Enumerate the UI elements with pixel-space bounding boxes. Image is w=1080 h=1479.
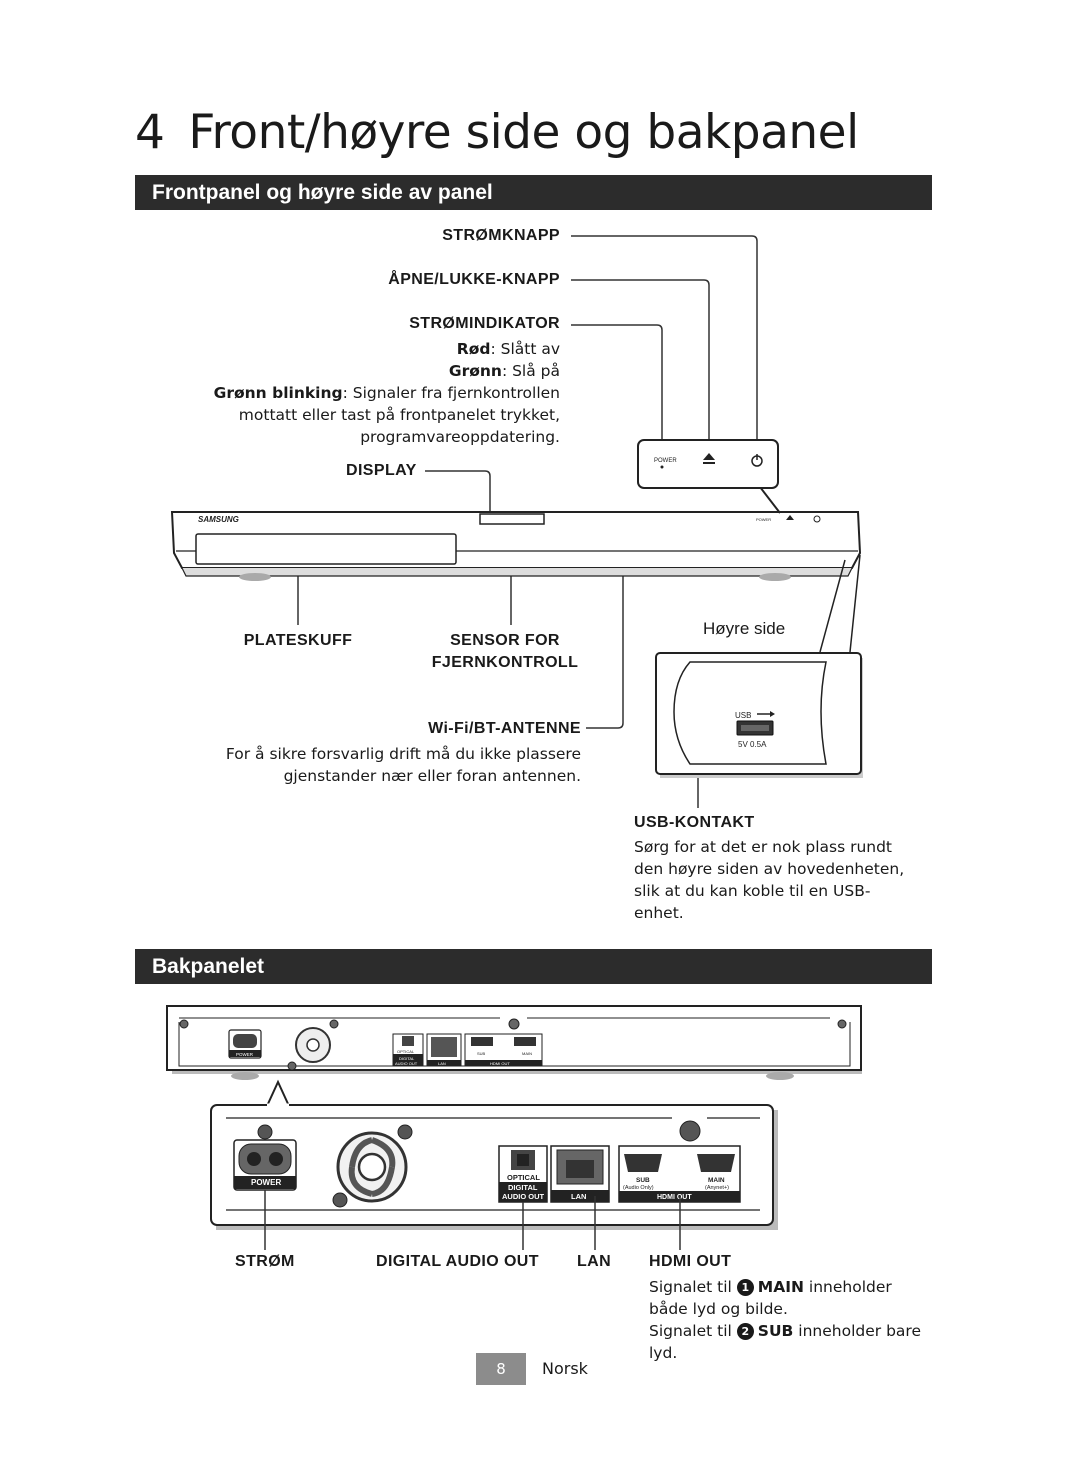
indicator-blink-line3: programvareoppdatering. [360, 428, 560, 446]
hdmi-text-3-sub: SUB [757, 1322, 794, 1340]
callout-power-text: POWER [654, 458, 677, 464]
usb-text-4: enhet. [634, 904, 684, 922]
indicator-green-label: Grønn [448, 362, 502, 380]
zoom-digital-text: DIGITAL [508, 1183, 538, 1192]
device-rear-small: POWER OPTICAL DIGITAL AUDIO OUT LAN SUB … [166, 1005, 862, 1080]
label-power-button: STRØMKNAPP [442, 227, 560, 244]
page-number: 8 [476, 1353, 526, 1385]
indicator-blink-line2: mottatt eller tast på frontpanelet trykk… [238, 406, 560, 424]
usb-text-2: den høyre siden av hovedenheten, [634, 860, 905, 878]
indicator-red-label: Rød [456, 340, 491, 358]
indicator-blink: Grønn blinking: Signaler fra fjernkontro… [214, 382, 560, 404]
antenna-text-2: gjenstander nær eller foran antennen. [283, 767, 581, 785]
label-digital-audio-out: DIGITAL AUDIO OUT [376, 1253, 539, 1270]
zoom-main-text: MAIN [708, 1177, 725, 1184]
section-header-rear: Bakpanelet [135, 949, 932, 984]
usb-text-3: slik at du kan koble til en USB- [634, 882, 871, 900]
device-rear-zoom: POWER OPTICAL DIGITAL AUDIO OUT LAN SUB … [210, 1103, 778, 1230]
small-digital-text: DIGITAL [399, 1056, 415, 1061]
hdmi-main-number-badge: 1 [736, 1279, 754, 1296]
label-right-side: Høyre side [703, 619, 786, 638]
usb-rating-text: 5V 0.5A [738, 740, 767, 749]
label-remote-sensor-2: FJERNKONTROLL [431, 654, 579, 671]
hdmi-text-3-pre: Signalet til [649, 1322, 732, 1340]
label-display: DISPLAY [346, 462, 417, 479]
indicator-red-text: : Slått av [490, 340, 560, 358]
antenna-text-1: For å sikre forsvarlig drift må du ikke … [225, 745, 581, 763]
label-eject-button: ÅPNE/LUKKE-KNAPP [388, 271, 560, 288]
small-optical-text: OPTICAL [397, 1049, 415, 1054]
device-power-text: POWER [756, 517, 771, 522]
zoom-power-text: POWER [251, 1178, 281, 1187]
small-lan-text: LAN [438, 1061, 446, 1066]
hdmi-text-2: både lyd og bilde. [649, 1300, 788, 1318]
label-power-indicator: STRØMINDIKATOR [409, 315, 560, 332]
indicator-green: Grønn: Slå på [449, 360, 560, 382]
small-audio-out-text: AUDIO OUT [395, 1061, 418, 1066]
zoom-main-note-text: (Anynet+) [705, 1185, 729, 1191]
hdmi-text-4: lyd. [649, 1344, 678, 1362]
indicator-blink-text: : Signaler fra fjernkontrollen [342, 384, 560, 402]
label-hdmi-out: HDMI OUT [649, 1253, 732, 1270]
small-power-text: POWER [236, 1052, 254, 1057]
usb-text-1: Sørg for at det er nok plass rundt [634, 838, 893, 856]
label-disc-tray: PLATESKUFF [243, 632, 353, 649]
device-brand-text: SAMSUNG [198, 515, 239, 524]
page-language: Norsk [542, 1359, 588, 1378]
hdmi-sub-number-badge: 2 [736, 1323, 754, 1340]
zoom-lan-text: LAN [571, 1192, 586, 1201]
hdmi-text-1-post: inneholder [808, 1278, 892, 1296]
chapter-number: 4 [135, 105, 165, 160]
hdmi-text-1-main: MAIN [757, 1278, 804, 1296]
zoom-sub-text: SUB [636, 1177, 650, 1184]
chapter-title: 4 Front/høyre side og bakpanel [135, 105, 859, 160]
hdmi-text-3-post: inneholder bare [798, 1322, 921, 1340]
label-antenna: Wi-Fi/BT-ANTENNE [428, 720, 581, 737]
label-remote-sensor-1: SENSOR FOR [450, 632, 560, 649]
small-main-text: MAIN [522, 1051, 532, 1056]
label-rear-power: STRØM [235, 1253, 295, 1270]
controls-callout: POWER [637, 439, 781, 514]
right-side-callout: USB 5V 0.5A [655, 554, 863, 778]
small-hdmi-out-text: HDMI OUT [490, 1061, 510, 1066]
label-lan: LAN [577, 1253, 612, 1270]
label-usb-port: USB-KONTAKT [634, 814, 755, 831]
section-header-front: Frontpanel og høyre side av panel [135, 175, 932, 210]
chapter-title-text: Front/høyre side og bakpanel [188, 105, 859, 160]
zoom-optical-text: OPTICAL [507, 1173, 540, 1182]
indicator-green-text: : Slå på [501, 362, 560, 380]
hdmi-text-1-pre: Signalet til [649, 1278, 732, 1296]
small-sub-text: SUB [477, 1051, 486, 1056]
device-front: SAMSUNG POWER [170, 511, 862, 581]
indicator-red: Rød: Slått av [457, 338, 560, 360]
zoom-hdmi-out-text: HDMI OUT [657, 1194, 692, 1201]
indicator-blink-label: Grønn blinking [213, 384, 343, 402]
zoom-audio-out-text: AUDIO OUT [502, 1192, 545, 1201]
usb-small-text: USB [735, 711, 751, 720]
zoom-sub-note-text: (Audio Only) [623, 1185, 654, 1191]
